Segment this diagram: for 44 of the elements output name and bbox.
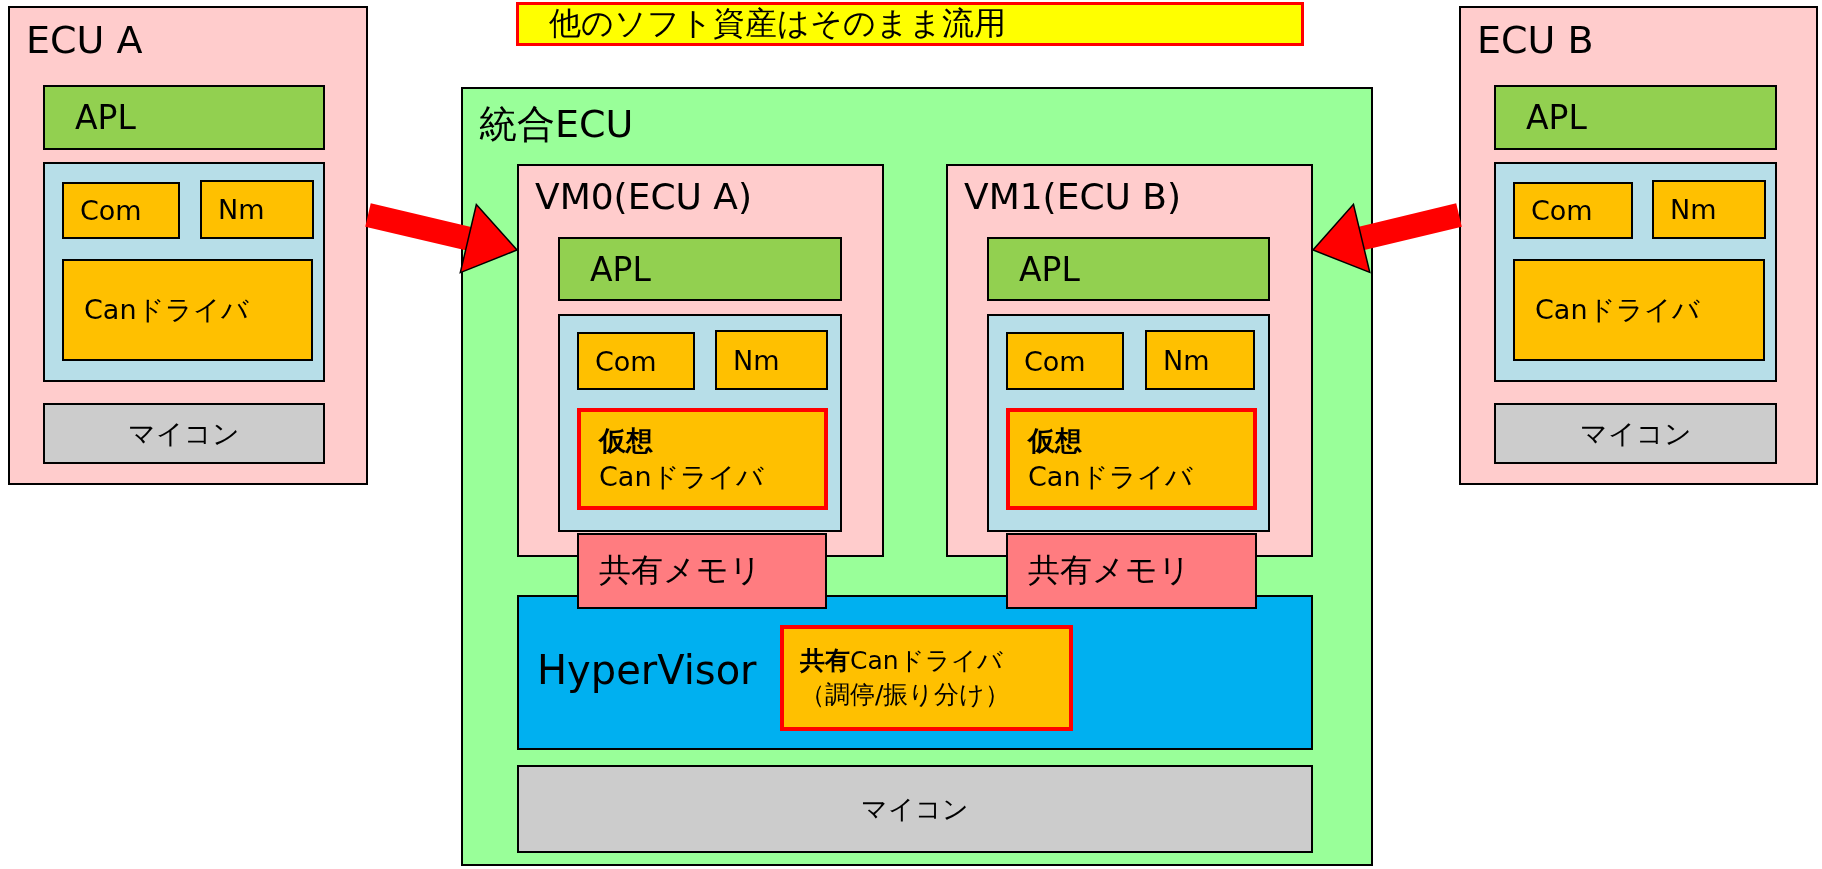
application-layer: APL xyxy=(1494,85,1777,150)
software-stack-panel xyxy=(1494,162,1777,382)
shared-memory-block: 共有メモリ xyxy=(1006,533,1257,609)
layer-label: HyperVisor xyxy=(537,647,757,693)
block-text: Canドライバ xyxy=(1028,460,1193,494)
application-layer: APL xyxy=(987,237,1270,301)
microcontroller-layer: マイコン xyxy=(43,403,325,464)
microcontroller-layer: マイコン xyxy=(1494,403,1777,464)
virtual-driver-block xyxy=(1006,408,1257,510)
driver-block: Canドライバ xyxy=(62,259,313,361)
panel-title: VM1(ECU B) xyxy=(964,176,1182,217)
ecu-panel xyxy=(8,6,368,485)
module-block: Com xyxy=(1006,332,1124,390)
block-text: Canドライバ xyxy=(599,460,764,494)
block-heading: 仮想 xyxy=(1028,423,1082,458)
panel-title: 統合ECU xyxy=(479,101,634,148)
module-block: Nm xyxy=(715,330,828,390)
microcontroller-layer: マイコン xyxy=(517,765,1313,853)
block-heading: 仮想 xyxy=(599,423,653,458)
application-layer: APL xyxy=(558,237,842,301)
module-block: Com xyxy=(577,332,695,390)
integrated-ecu-panel xyxy=(461,87,1373,866)
block-heading: 共有Canドライバ xyxy=(800,645,1003,678)
panel-title: ECU A xyxy=(26,18,143,62)
module-block: Com xyxy=(1513,182,1633,239)
block-text: （調停/振り分け） xyxy=(800,679,1011,711)
virtual-driver-block xyxy=(577,408,828,510)
module-block: Nm xyxy=(1652,180,1766,239)
shared-driver-block xyxy=(780,625,1073,731)
module-block: Com xyxy=(62,182,180,239)
software-stack-panel xyxy=(558,314,842,532)
driver-block: Canドライバ xyxy=(1513,259,1765,361)
module-block: Nm xyxy=(200,180,314,239)
hypervisor-layer xyxy=(517,595,1313,750)
block-arrow xyxy=(365,203,518,274)
note-box: 他のソフト資産はそのまま流用 xyxy=(516,2,1304,46)
panel-title: VM0(ECU A) xyxy=(535,176,752,217)
application-layer: APL xyxy=(43,85,325,150)
ecu-panel xyxy=(1459,6,1818,485)
shared-memory-block: 共有メモリ xyxy=(577,533,827,609)
module-block: Nm xyxy=(1145,330,1255,390)
panel-title: ECU B xyxy=(1477,18,1594,62)
software-stack-panel xyxy=(43,162,325,382)
software-stack-panel xyxy=(987,314,1270,532)
